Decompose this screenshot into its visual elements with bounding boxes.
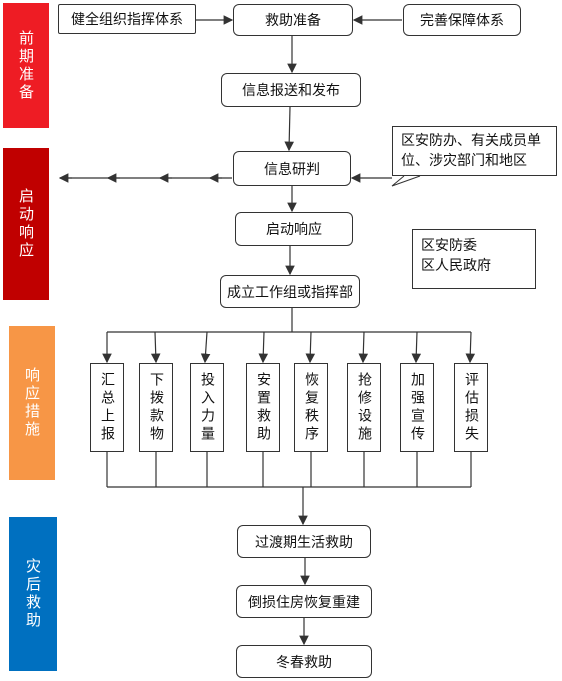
committee-line-2: 区人民政府: [421, 258, 491, 274]
info-report-box: 信息报送和发布: [221, 73, 361, 107]
stage-preparation: 前期准备: [3, 3, 49, 128]
measure-assess-loss: 评估损失: [454, 363, 488, 452]
guarantee-system-box: 完善保障体系: [403, 4, 521, 36]
info-analysis-box: 信息研判: [233, 151, 351, 186]
measure-publicity: 加强宣传: [400, 363, 434, 452]
measure-deploy-forces: 投入力量: [190, 363, 224, 452]
start-response-box: 启动响应: [235, 212, 353, 246]
committee-note: 区安防委 区人民政府: [412, 229, 536, 289]
command-center-box: 成立工作组或指挥部: [220, 275, 360, 308]
housing-rebuild-box: 倒损住房恢复重建: [236, 585, 372, 618]
stage-post-disaster-relief: 灾后救助: [9, 517, 57, 671]
measure-resettlement: 安置救助: [246, 363, 280, 452]
winter-relief-box: 冬春救助: [236, 645, 372, 678]
org-system-box: 健全组织指挥体系: [58, 4, 196, 34]
measure-summary-report: 汇总上报: [90, 363, 124, 452]
measure-allocate-funds: 下拨款物: [139, 363, 173, 452]
transition-relief-box: 过渡期生活救助: [237, 525, 371, 558]
measure-repair-facilities: 抢修设施: [347, 363, 381, 452]
stage-response-measures: 响应措施: [9, 326, 55, 480]
measure-restore-order: 恢复秩序: [294, 363, 328, 452]
departments-callout: 区安防办、有关成员单位、涉灾部门和地区: [392, 126, 557, 176]
stage-start-response: 启动响应: [3, 148, 49, 300]
rescue-prep-box: 救助准备: [233, 4, 353, 36]
committee-line-1: 区安防委: [421, 238, 477, 254]
